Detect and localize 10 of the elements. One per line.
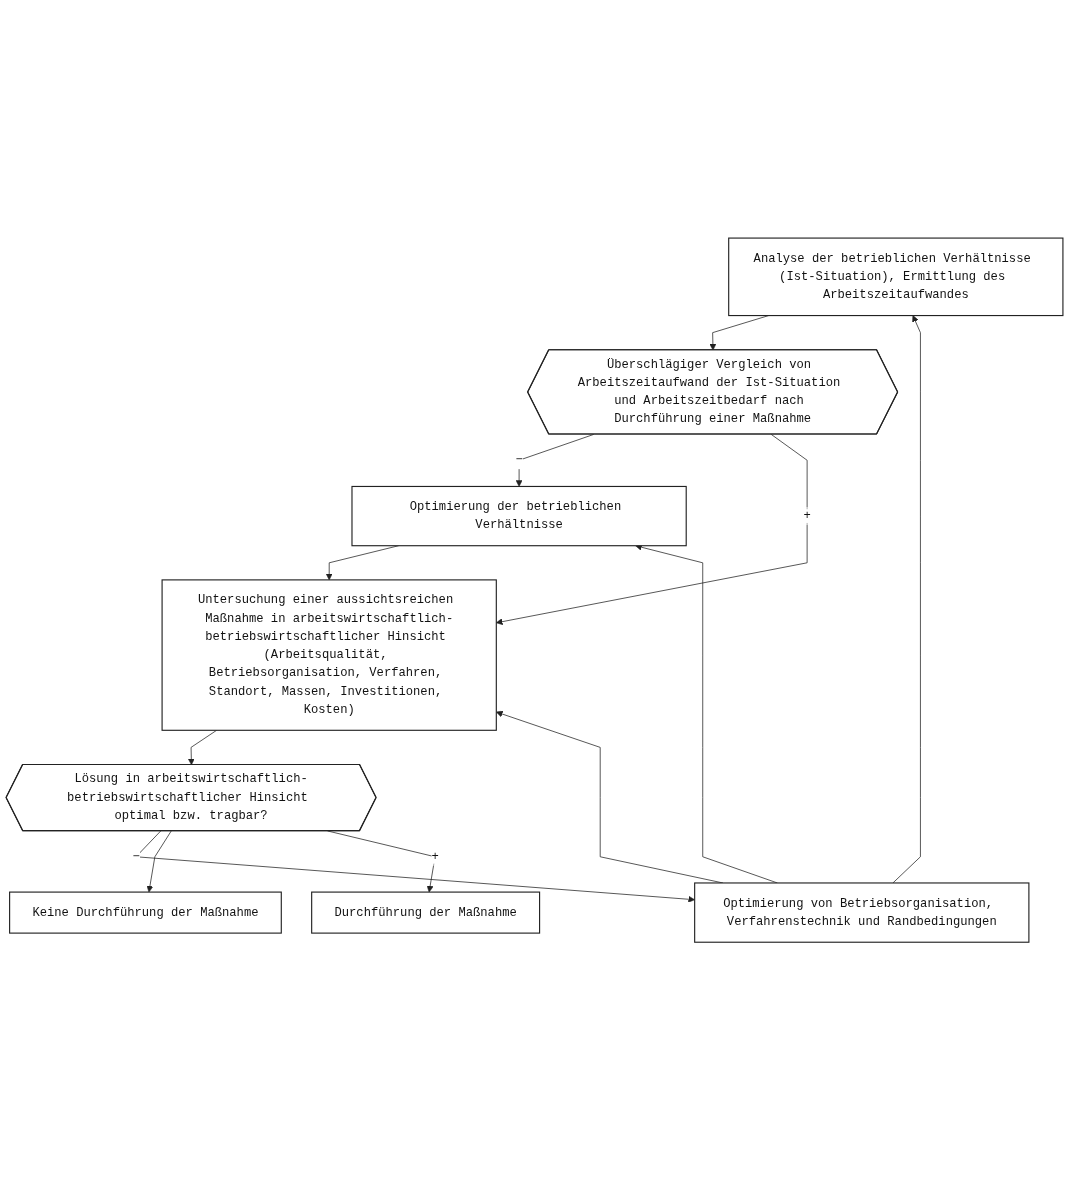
edge-label: + [803, 509, 811, 523]
edge-label: + [431, 849, 439, 864]
edge-label: − [515, 453, 523, 467]
edge-label: − [132, 849, 140, 864]
node-box: Optimierung von Betriebsorganisation, Verfahrenstechnik und Randbedingungen [694, 882, 1030, 943]
node-box: Untersuchung einer aussichtsreichen Maßnahme in arbeitswirtschaftlich-betriebswirtschaftlicher Hinsicht (Arbeitsqualität, Betriebsorganisation, Verfahren, Standort, Massen, Investitionen, Kosten) [161, 579, 497, 731]
node-box: Keine Durchführung der Maßnahme [9, 891, 282, 934]
node-box: Analyse der betrieblichen Verhältnisse (Ist-Situation), Ermittlung des Arbeitszeitaufwandes [728, 237, 1064, 316]
node-box: Durchführung der Maßnahme [311, 891, 541, 934]
node-box: Optimierung der betrieblichen Verhältnisse [351, 485, 687, 547]
